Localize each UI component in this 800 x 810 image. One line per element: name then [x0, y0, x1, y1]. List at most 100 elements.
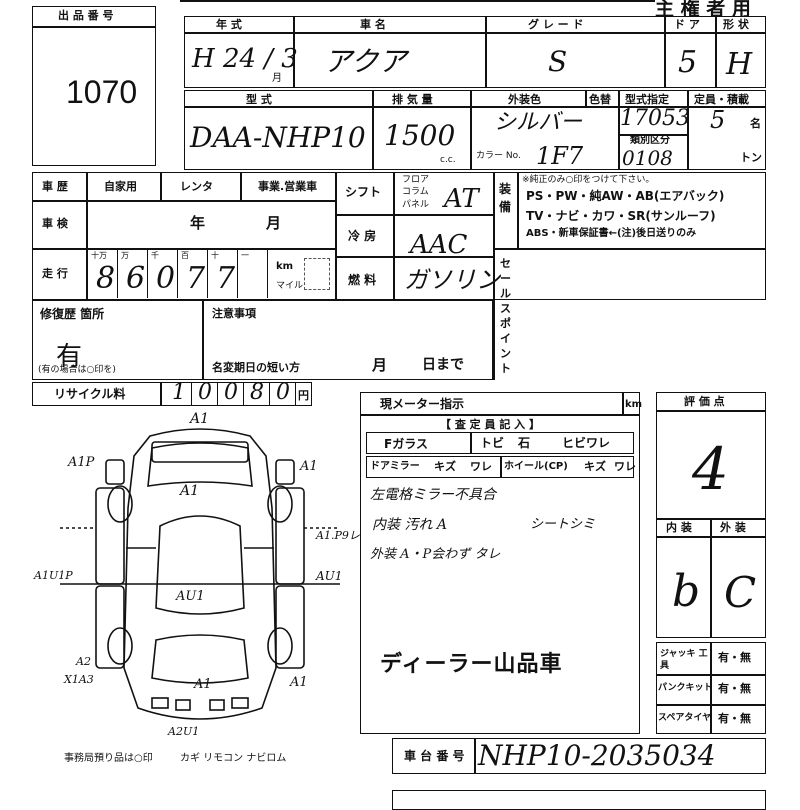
office-items: カギ リモコン ナビロム — [180, 753, 287, 764]
inspection-label: 車 検 — [42, 217, 68, 230]
mileage-label: 走 行 — [42, 267, 68, 280]
recycle-digit: 0 — [276, 380, 290, 405]
recycle-digit: 0 — [224, 380, 238, 405]
category-label: 類別区分 — [630, 135, 670, 146]
damage-mark-rear-bumper: A2U1 — [168, 725, 200, 738]
interior-value: b — [672, 566, 701, 617]
spec-right-col — [493, 172, 495, 380]
shift-opt-panel: パネル — [402, 200, 430, 210]
name-change-label: 名変期日の短い方 — [212, 361, 300, 374]
history-business: 事業.営業車 — [258, 180, 318, 193]
repair-label: 修復歴 箇所 — [40, 307, 105, 321]
mirror-opt-kizu: キズ — [434, 460, 456, 473]
color-change-label: 色替 — [589, 93, 611, 106]
exterior-label: 外 装 — [720, 521, 746, 534]
car-col3 — [664, 16, 666, 88]
remark-1: 左電格ミラー不具合 — [370, 487, 496, 503]
recycle-digit: 0 — [198, 380, 212, 405]
damage-mark-front-left: A1P — [68, 455, 95, 470]
recycle-digit-cell: 1 — [166, 382, 192, 406]
ac-value: AAC — [410, 230, 468, 260]
damage-mark-rear-left: A2 — [76, 655, 91, 668]
displacement-value: 1500 — [384, 119, 456, 152]
glass-label: Fガラス — [384, 437, 428, 451]
door-value: 5 — [678, 45, 698, 80]
lot-divider — [32, 26, 156, 28]
repair-value: 有 — [56, 342, 83, 372]
shift-opt-floor: フロア — [402, 175, 430, 185]
chassis-label: 車 台 番 号 — [404, 749, 465, 763]
year-label: 年 式 — [216, 18, 242, 31]
puncture-yes-no[interactable]: 有・無 — [718, 682, 751, 695]
mileage-digit: 7 — [216, 261, 236, 296]
header-title: 主 権 者 用 — [655, 0, 751, 20]
model-col-color — [585, 90, 587, 106]
model-designation-label: 型式指定 — [625, 93, 669, 106]
mile-checkbox[interactable] — [304, 258, 330, 290]
model-box — [184, 90, 766, 170]
shape-value: H — [726, 47, 753, 82]
mileage-digit-label: 十 — [211, 251, 219, 260]
history-sep1 — [160, 172, 162, 200]
car-name-label: 車 名 — [360, 18, 386, 31]
mirror-label: ドアミラー — [370, 461, 420, 472]
damage-mark-rear-right: A1 — [290, 675, 308, 690]
spec-label-col — [393, 172, 395, 300]
ac-label: 冷 房 — [348, 229, 377, 243]
recycle-digit-cell: 0 — [192, 382, 218, 406]
damage-mark-left-door: A1U1P — [34, 569, 73, 582]
equip-label-col — [517, 172, 519, 248]
recycle-digit: 1 — [172, 380, 186, 405]
history-box — [32, 172, 766, 300]
grade-value: S — [548, 45, 568, 78]
inspector-label: 【 査 定 員 記 入 】 — [440, 418, 540, 431]
equipment-line2: TV・ナビ・カワ・SR(サンルーフ) — [526, 209, 716, 223]
lot-label: 出 品 番 号 — [58, 9, 114, 22]
history-row1 — [32, 200, 335, 202]
car-col1 — [293, 16, 295, 88]
car-info-box — [184, 16, 766, 88]
car-name-value: アクア — [324, 45, 407, 78]
recycle-yen: 円 — [298, 389, 309, 402]
chassis-sep — [474, 738, 476, 774]
rating-label: 評 価 点 — [684, 395, 725, 408]
equip-bottom — [493, 248, 766, 250]
puncture-label: パンクキット — [658, 683, 713, 693]
glass-opt-ishi: 石 — [518, 436, 531, 450]
equipment-line1: PS・PW・純AW・AB(エアバック) — [526, 189, 725, 203]
damage-mark-trunk: A1 — [194, 677, 212, 692]
recycle-divider — [160, 382, 162, 406]
mileage-digit-label: 万 — [121, 251, 129, 260]
car-col4 — [715, 16, 717, 88]
mileage-digit: 6 — [126, 261, 146, 296]
model-col2 — [470, 90, 472, 170]
interior-label: 内 装 — [666, 521, 692, 534]
mileage-digit: 7 — [186, 261, 206, 296]
lot-number: 1070 — [66, 74, 138, 110]
acc-col — [710, 642, 712, 734]
model-col1 — [372, 90, 374, 170]
equipment-note: ※純正のみ○印をつけて下さい。 — [522, 175, 655, 185]
exterior-color-label: 外装色 — [508, 93, 541, 106]
fuel-value: ガソリン — [404, 266, 500, 294]
meter-label: 現メーター指示 — [380, 397, 465, 411]
repair-note: (有の場合は○印を) — [38, 365, 116, 375]
remark-3: 外装 A・P会わず タレ — [370, 547, 501, 562]
rating-header-line — [656, 410, 766, 412]
spare-yes-no[interactable]: 有・無 — [718, 712, 751, 725]
meter-km-unit: km — [625, 399, 643, 410]
year-unit: 月 — [272, 73, 282, 84]
glass-opt-tobi: トビ — [480, 436, 505, 450]
mileage-digit: 0 — [156, 261, 176, 296]
recycle-label: リサイクル料 — [54, 387, 126, 401]
mileage-digit-label: 十万 — [91, 251, 107, 260]
history-private: 自家用 — [104, 180, 137, 193]
jack-yes-no[interactable]: 有・無 — [718, 651, 751, 664]
capacity-value: 5 — [710, 106, 726, 134]
wheel-label: ホイール(CP) — [504, 461, 568, 472]
color-no-label: カラー No. — [476, 151, 521, 161]
year-value: H 24 / 3 — [192, 44, 298, 74]
model-header-line — [184, 106, 766, 108]
